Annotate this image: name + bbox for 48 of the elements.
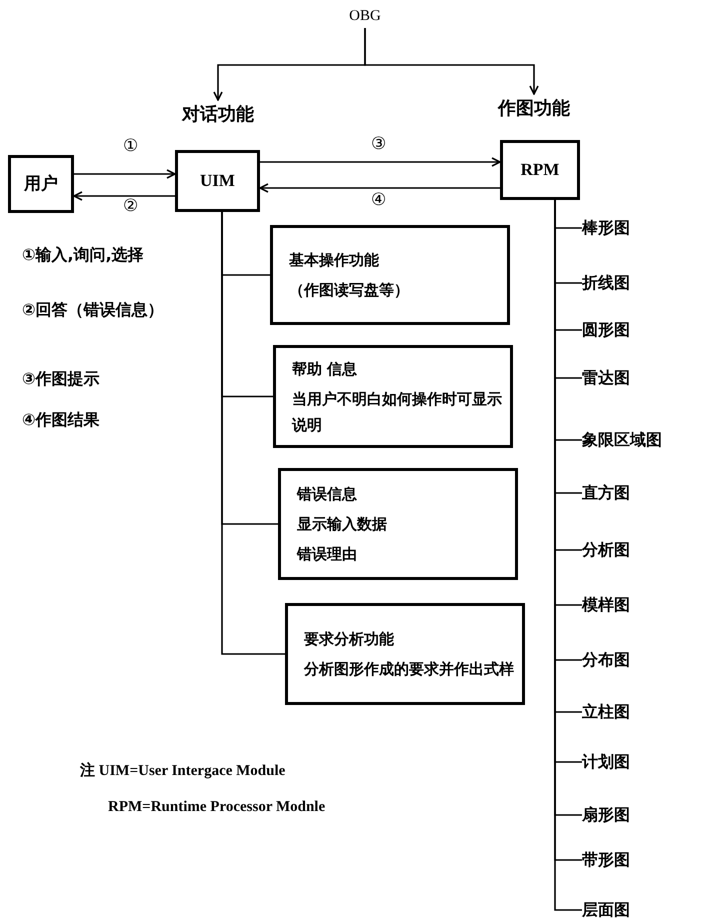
process-box	[175, 150, 260, 212]
box-text: 分析图形作成的要求并作出式样	[304, 659, 514, 680]
function-box	[285, 603, 525, 705]
function-label: 作图功能	[484, 94, 584, 122]
function-label: 对话功能	[168, 100, 268, 128]
footnote: 注 UIM=User Intergace Module	[80, 761, 286, 781]
box-title: UIM	[200, 170, 235, 192]
box-text: 基本操作功能	[289, 250, 380, 271]
chart-type-label: 立柱图	[582, 699, 682, 725]
function-box	[273, 345, 513, 448]
chart-type-label: 分布图	[582, 647, 682, 673]
arrow	[73, 191, 175, 201]
box-text: 显示输入数据	[297, 514, 388, 535]
chart-type-label: 层面图	[582, 897, 682, 923]
chart-type-label: 计划图	[582, 749, 682, 775]
legend-note: ①输入,询问,选择	[22, 244, 144, 266]
box-title: 用户	[24, 173, 58, 196]
chart-type-label: 直方图	[582, 480, 682, 506]
legend-note: ②回答（错误信息）	[22, 299, 164, 321]
box-text: 错误信息	[297, 484, 358, 505]
arrow	[74, 169, 176, 179]
function-label: OBG	[340, 4, 390, 28]
chart-type-label: 折线图	[582, 270, 682, 296]
chart-type-label: 雷达图	[582, 365, 682, 391]
arrow	[364, 28, 539, 95]
arrow	[260, 157, 501, 167]
chart-type-label: 象限区域图	[582, 427, 682, 453]
arrow	[259, 183, 500, 193]
process-box	[8, 155, 74, 213]
box-text: 帮助 信息	[292, 358, 358, 380]
chart-type-label: 棒形图	[582, 215, 682, 241]
box-text: 要求分析功能	[304, 629, 395, 650]
box-title: RPM	[520, 159, 560, 182]
box-text: （作图读写盘等）	[289, 280, 410, 301]
chart-type-label: 带形图	[582, 847, 682, 873]
box-text: 当用户不明白如何操作时可显示说明	[292, 388, 502, 436]
legend-note: ③作图提示	[22, 368, 100, 390]
legend-note: ④作图结果	[22, 409, 100, 431]
chart-type-label: 分析图	[582, 537, 682, 563]
process-box	[500, 140, 580, 200]
chart-type-label: 模样图	[582, 592, 682, 618]
function-box	[270, 225, 510, 325]
chart-type-label: 圆形图	[582, 317, 682, 343]
function-box	[278, 468, 518, 580]
connector-line	[221, 212, 285, 655]
chart-type-label: 扇形图	[582, 802, 682, 828]
footnote: RPM=Runtime Processor Modnle	[108, 798, 326, 817]
box-text: 错误理由	[297, 544, 358, 565]
